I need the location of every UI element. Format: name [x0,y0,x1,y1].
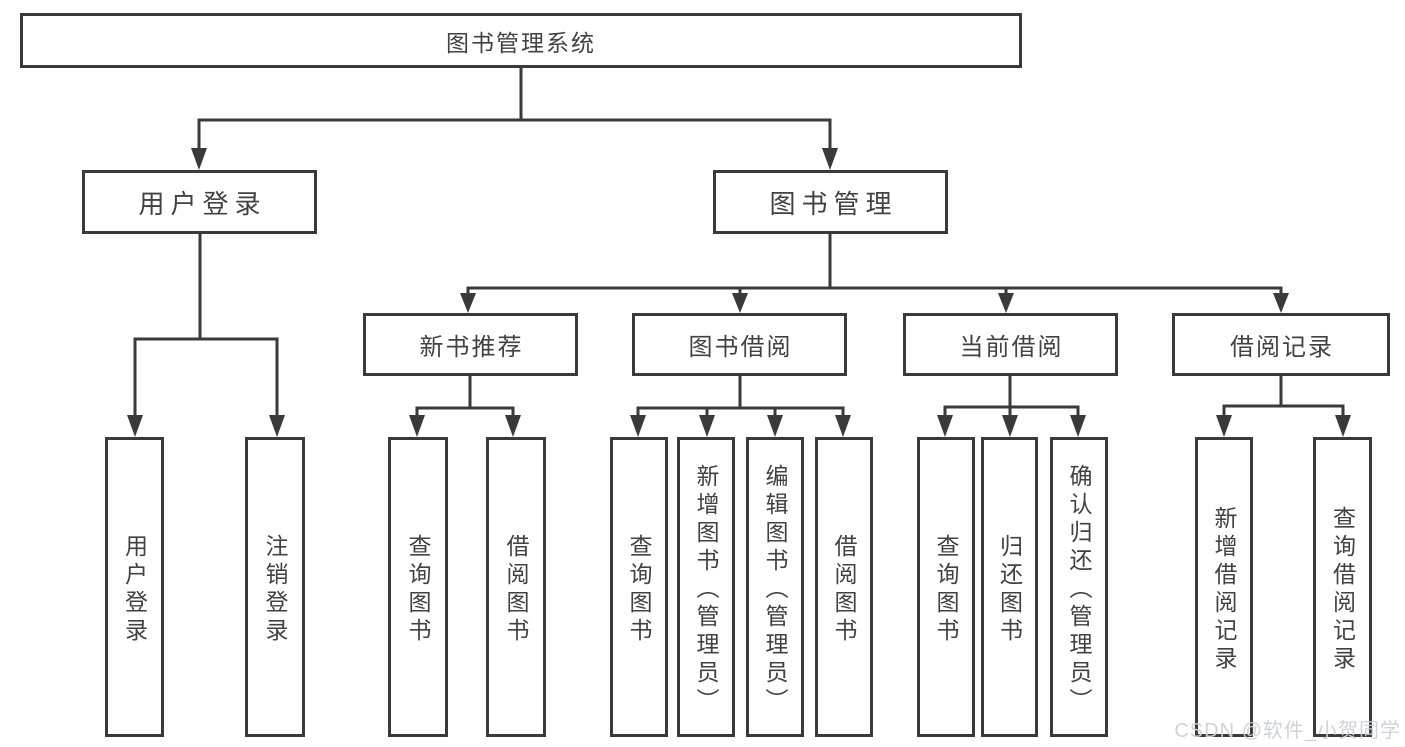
node-return-book: 归还图书 [981,437,1038,737]
node-borrow-book-leaf-label: 借阅图书 [831,533,857,646]
node-current-borrow: 当前借阅 [903,313,1118,376]
node-borrow-book-leaf: 借阅图书 [815,437,873,737]
node-add-borrow-record-label: 新增借阅记录 [1211,505,1237,674]
node-confirm-return-admin: 确认归还（管理员） [1050,437,1108,737]
node-query-book-borrow-label: 查询图书 [626,533,652,646]
connector-book-borrow [630,376,851,437]
node-borrow-records-label: 借阅记录 [1230,334,1334,361]
connector-current-borrow [937,376,1086,437]
node-current-borrow-label: 当前借阅 [959,334,1064,361]
node-confirm-return-admin-label: 确认归还（管理员） [1066,463,1092,716]
node-user-login-leaf-label: 用户登录 [121,533,148,646]
node-edit-book-admin: 编辑图书（管理员） [746,437,804,737]
node-query-book-recommend: 查询图书 [388,437,448,737]
node-query-book-current: 查询图书 [917,437,975,737]
node-new-book-recommend: 新书推荐 [363,313,578,376]
node-user-login-leaf: 用户登录 [105,437,164,737]
node-new-book-recommend-label: 新书推荐 [419,334,524,361]
watermark: CSDN @软件_小贺同学 [1174,720,1401,742]
node-add-book-admin: 新增图书（管理员） [677,437,735,737]
connector-user-login [127,234,285,437]
node-edit-book-admin-label: 编辑图书（管理员） [762,463,788,716]
node-borrow-records: 借阅记录 [1172,313,1390,376]
node-book-management: 图书管理 [713,170,948,234]
node-query-book-borrow: 查询图书 [610,437,668,737]
node-user-login-label: 用户登录 [138,188,267,219]
node-book-borrow-label: 图书借阅 [688,334,793,361]
node-book-borrow: 图书借阅 [632,313,847,376]
node-borrow-book-recommend-label: 借阅图书 [503,533,529,646]
node-query-book-recommend-label: 查询图书 [405,533,431,646]
connector-borrow-records [1216,376,1351,437]
connector-book-management [460,234,1289,313]
node-query-book-current-label: 查询图书 [933,533,959,646]
node-query-borrow-record: 查询借阅记录 [1313,437,1372,737]
node-return-book-label: 归还图书 [996,533,1023,646]
connector-new-book-recommend [409,376,521,437]
connector-root-to-level2 [191,68,838,170]
node-book-management-label: 图书管理 [769,188,898,219]
node-root-label: 图书管理系统 [446,29,596,56]
node-borrow-book-recommend: 借阅图书 [486,437,546,737]
node-add-borrow-record: 新增借阅记录 [1195,437,1253,737]
node-user-login: 用户登录 [82,170,317,234]
node-root: 图书管理系统 [20,13,1022,68]
node-query-borrow-record-label: 查询借阅记录 [1329,505,1356,674]
node-logout-label: 注销登录 [262,533,288,646]
node-add-book-admin-label: 新增图书（管理员） [693,463,719,716]
node-logout: 注销登录 [245,437,305,737]
